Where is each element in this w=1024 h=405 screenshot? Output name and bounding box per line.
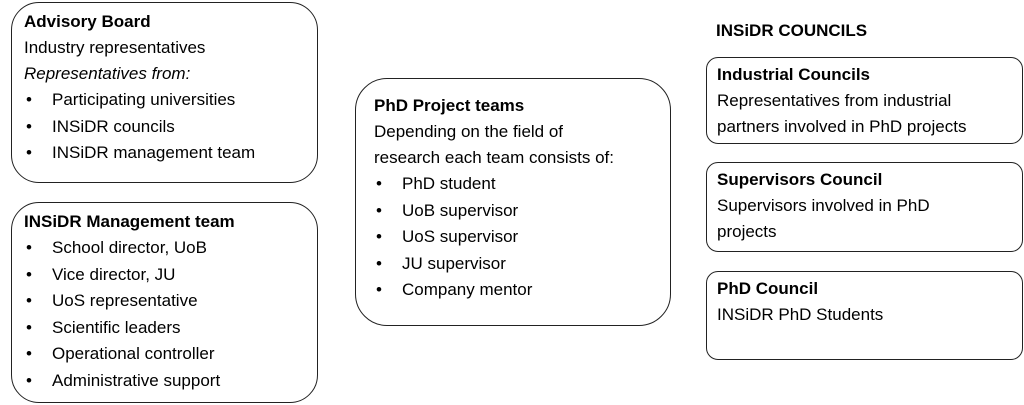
industrial-councils-box: Industrial Councils Representatives from… bbox=[706, 57, 1023, 144]
supervisors-council-line1: Supervisors involved in PhD bbox=[717, 196, 930, 215]
phd-project-teams-list: PhD student UoB supervisor UoS superviso… bbox=[374, 171, 660, 304]
advisory-board-title: Advisory Board bbox=[24, 12, 151, 31]
management-team-item: Operational controller bbox=[24, 341, 307, 368]
phd-project-teams-item: JU supervisor bbox=[374, 251, 660, 278]
management-team-item: UoS representative bbox=[24, 288, 307, 315]
phd-project-teams-description-line2: research each team consists of: bbox=[374, 148, 615, 167]
phd-project-teams-item: PhD student bbox=[374, 171, 660, 198]
phd-project-teams-item: UoS supervisor bbox=[374, 224, 660, 251]
supervisors-council-line2: projects bbox=[717, 222, 777, 241]
phd-project-teams-box: PhD Project teams Depending on the field… bbox=[355, 78, 671, 326]
management-team-title: INSiDR Management team bbox=[24, 212, 235, 231]
advisory-board-subtitle: Industry representatives bbox=[24, 38, 206, 57]
advisory-board-item: Participating universities bbox=[24, 87, 307, 114]
advisory-board-list: Participating universities INSiDR counci… bbox=[24, 87, 307, 167]
advisory-board-from-label: Representatives from: bbox=[24, 64, 191, 83]
phd-council-box: PhD Council INSiDR PhD Students bbox=[706, 271, 1023, 360]
management-team-item: Administrative support bbox=[24, 368, 307, 395]
supervisors-council-box: Supervisors Council Supervisors involved… bbox=[706, 162, 1023, 252]
councils-heading: INSiDR COUNCILS bbox=[716, 21, 868, 40]
management-team-list: School director, UoB Vice director, JU U… bbox=[24, 235, 307, 395]
management-team-box: INSiDR Management team School director, … bbox=[11, 202, 318, 403]
phd-council-title: PhD Council bbox=[717, 279, 819, 298]
management-team-item: Vice director, JU bbox=[24, 262, 307, 289]
management-team-item: School director, UoB bbox=[24, 235, 307, 262]
supervisors-council-title: Supervisors Council bbox=[717, 170, 883, 189]
advisory-board-item: INSiDR councils bbox=[24, 114, 307, 141]
industrial-councils-title: Industrial Councils bbox=[717, 65, 871, 84]
industrial-councils-line1: Representatives from industrial bbox=[717, 91, 952, 110]
phd-project-teams-item: Company mentor bbox=[374, 277, 660, 304]
phd-project-teams-item: UoB supervisor bbox=[374, 198, 660, 225]
advisory-board-item: INSiDR management team bbox=[24, 140, 307, 167]
phd-council-line1: INSiDR PhD Students bbox=[717, 305, 884, 324]
industrial-councils-line2: partners involved in PhD projects bbox=[717, 117, 967, 136]
phd-project-teams-description-line1: Depending on the field of bbox=[374, 122, 564, 141]
phd-project-teams-title: PhD Project teams bbox=[374, 96, 525, 115]
management-team-item: Scientific leaders bbox=[24, 315, 307, 342]
advisory-board-box: Advisory Board Industry representatives … bbox=[11, 2, 318, 183]
